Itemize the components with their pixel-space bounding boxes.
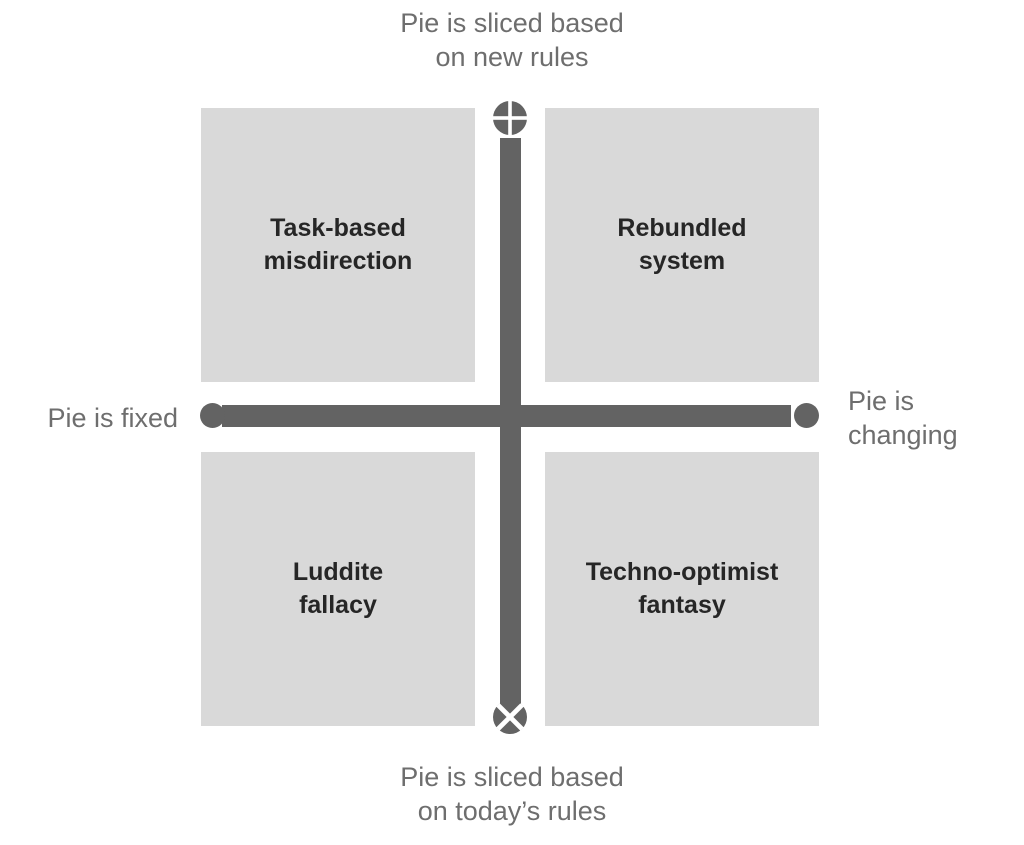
quadrant-bottom-right: Techno-optimist fantasy [545,452,819,726]
circle-dot-icon-left [200,403,225,428]
axis-label-right: Pie is changing [848,386,958,450]
axis-label-top: Pie is sliced based on new rules [400,8,624,72]
quadrant-top-left-label: Task-based misdirection [263,214,413,275]
axis-label-bottom: Pie is sliced based on today’s rules [400,762,624,826]
horizontal-axis-bar [222,405,791,427]
quadrant-bottom-left: Luddite fallacy [201,452,475,726]
vertical-axis-bar [500,138,521,718]
pie-quadrants-icon-top [493,101,527,135]
axis-label-left: Pie is fixed [47,403,178,433]
pie-quadrants-rotated-icon-bottom [493,700,527,734]
quadrant-top-left: Task-based misdirection [201,108,475,382]
circle-dot-icon-right [794,403,819,428]
quadrant-top-right-label: Rebundled system [617,214,747,275]
quadrant-top-right: Rebundled system [545,108,819,382]
quadrant-bottom-left-label: Luddite fallacy [292,558,384,619]
quadrant-bottom-right-label: Techno-optimist fantasy [585,558,779,619]
